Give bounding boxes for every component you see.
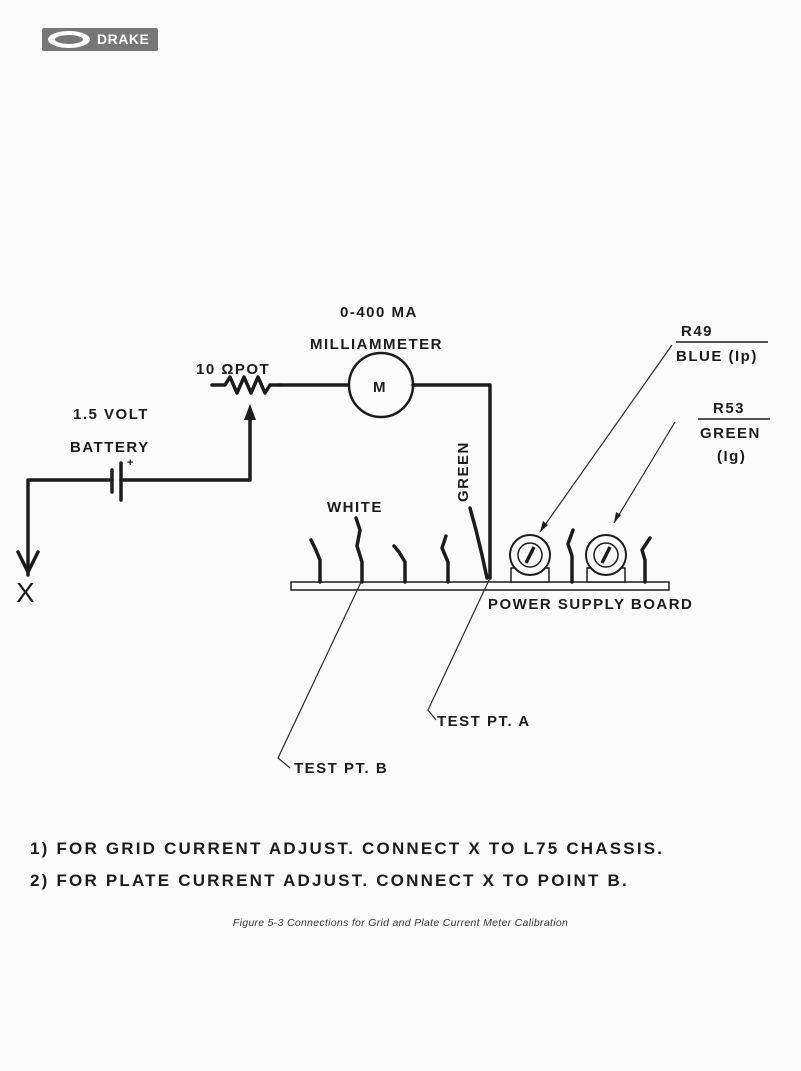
battery-label: BATTERY [70,439,150,456]
board-lead-white [354,516,364,584]
green-wire-label: GREEN [455,441,472,502]
battery-voltage-label: 1.5 VOLT [73,406,149,423]
meter-name-label: MILLIAMMETER [310,336,443,353]
white-wire-label: WHITE [327,499,383,516]
test-pt-b-leader [277,577,364,769]
r53-desc-label: GREEN [700,425,761,442]
r49-desc-label: BLUE (Ip) [676,348,758,365]
pot-wiper-arrow-icon [244,404,256,420]
power-supply-board [290,581,670,591]
board-lead [392,544,407,584]
logo-text: DRAKE [97,31,150,47]
board-lead [309,538,322,584]
meter-symbol-label: M [373,379,387,396]
logo-emblem-icon [48,31,90,48]
r53-leader-arrow-icon [614,512,621,523]
r49-name-label: R49 [681,323,713,340]
r53-leader-line [613,421,676,524]
ground-wire [26,478,114,577]
pot-label: 10 ΩPOT [196,361,270,378]
r49-trimmer-icon [509,534,551,583]
drake-logo: DRAKE [42,28,158,51]
board-lead [440,534,450,584]
r53-trimmer-icon [585,534,627,583]
board-leads [309,506,652,584]
board-label: POWER SUPPLY BOARD [488,596,693,613]
ground-arrow-icon [16,550,40,574]
meter-to-test-pt-a-wire [411,383,492,580]
meter-range-label: 0-400 MA [340,304,418,321]
potentiometer [210,375,282,395]
r53-sub-label: (Ig) [717,448,746,465]
board-lead-green [468,506,489,580]
note-plate-current: 2) FOR PLATE CURRENT ADJUST. CONNECT X T… [30,871,629,890]
battery-to-pot-wire [119,413,252,482]
board-lead [566,528,575,584]
test-pt-a-label: TEST PT. A [437,713,531,730]
battery-polarity-label: + [127,457,135,469]
test-pt-a-leader [427,577,491,721]
r49-leader-line [539,344,673,533]
r53-name-label: R53 [713,400,745,417]
r49-leader-arrow-icon [540,521,548,532]
ground-x-label: X [16,577,36,608]
board-lead [640,536,652,584]
figure-caption: Figure 5-3 Connections for Grid and Plat… [232,917,569,929]
test-pt-b-label: TEST PT. B [294,760,388,777]
note-grid-current: 1) FOR GRID CURRENT ADJUST. CONNECT X TO… [30,839,665,858]
